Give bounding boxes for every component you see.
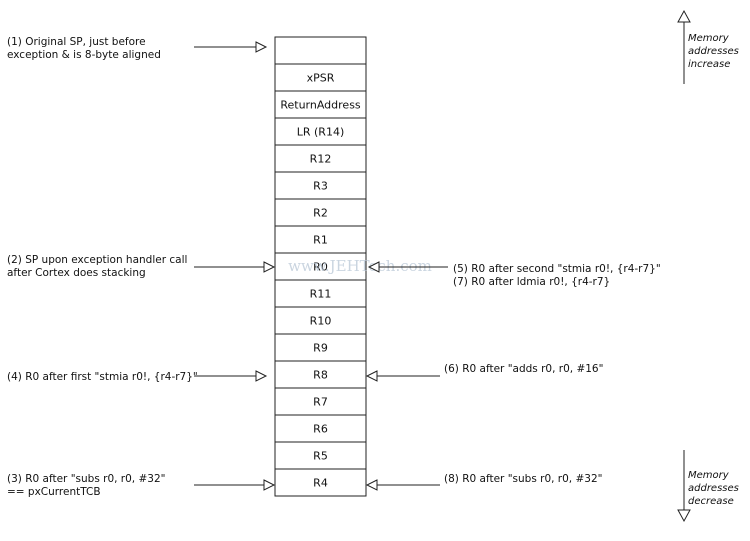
stack-cell-label: R10 [310,315,332,328]
annotation-r0-after-first-stmia: (4) R0 after first "stmia r0!, {r4-r7}" [7,371,198,383]
stack-cell-label: R9 [313,342,328,355]
stack-cell-label: R3 [313,180,328,193]
stack-cell-label: LR (R14) [297,126,345,139]
stack-cell-r2: R2 [274,198,367,227]
watermark: www.JEHTech.com [288,257,432,275]
arrow-r0-after-adds [365,370,440,382]
stack-cell-r4: R4 [274,468,367,497]
arrow-sp-upon-handler [194,261,276,273]
stack-cell-r11: R11 [274,279,367,308]
stack-cell-label: R1 [313,234,328,247]
stack-cell-return-address: ReturnAddress [274,90,367,119]
stack-cell-lr: LR (R14) [274,117,367,146]
memory-increase-label: Memory addresses increase [688,33,742,70]
memory-decrease-label: Memory addresses decrease [688,470,742,507]
stack-cell-empty [274,36,367,65]
stack-cell-xpsr: xPSR [274,63,367,92]
stack-cell-label: R7 [313,396,328,409]
stack-cell-r6: R6 [274,414,367,443]
stack-cell-r8: R8 [274,360,367,389]
stack-cell-label: R5 [313,450,328,463]
stack-cell-label: R2 [313,207,328,220]
stack-cell-r12: R12 [274,144,367,173]
arrow-r0-after-second-stmia [367,261,448,273]
annotation-original-sp: (1) Original SP, just before exception &… [7,36,161,61]
stack-cell-label: ReturnAddress [280,99,361,112]
memory-increase-arrow [677,9,691,84]
stack-cell-r3: R3 [274,171,367,200]
stack-cell-label: R12 [310,153,332,166]
annotation-sp-upon-handler: (2) SP upon exception handler call after… [7,254,191,279]
annotation-r0-after-subs-right: (8) R0 after "subs r0, r0, #32" [444,473,602,485]
stack-cell-label: R11 [310,288,332,301]
stack-cell-label: R6 [313,423,328,436]
stack-cell-r7: R7 [274,387,367,416]
stack-cell-label: xPSR [307,72,335,85]
arrow-r0-after-subs-left [194,479,276,491]
arrow-original-sp [194,41,268,53]
stack-cell-r1: R1 [274,225,367,254]
annotation-r0-after-subs-left: (3) R0 after "subs r0, r0, #32" == pxCur… [7,473,169,498]
annotation-r0-after-adds: (6) R0 after "adds r0, r0, #16" [444,363,603,375]
annotation-r0-after-second-stmia: (5) R0 after second "stmia r0!, {r4-r7}"… [453,263,664,288]
stack-cell-label: R4 [313,477,328,490]
arrow-r0-after-subs-right [365,479,440,491]
stack-cell-r5: R5 [274,441,367,470]
stack-cell-r9: R9 [274,333,367,362]
stack-cell-label: R0 [313,261,328,274]
stack-cell-label: R8 [313,369,328,382]
stack-cell-r10: R10 [274,306,367,335]
memory-decrease-arrow [677,450,691,523]
arrow-r0-after-first-stmia [194,370,268,382]
stack-column: xPSR ReturnAddress LR (R14) R12 R3 R2 R1 [274,36,367,497]
